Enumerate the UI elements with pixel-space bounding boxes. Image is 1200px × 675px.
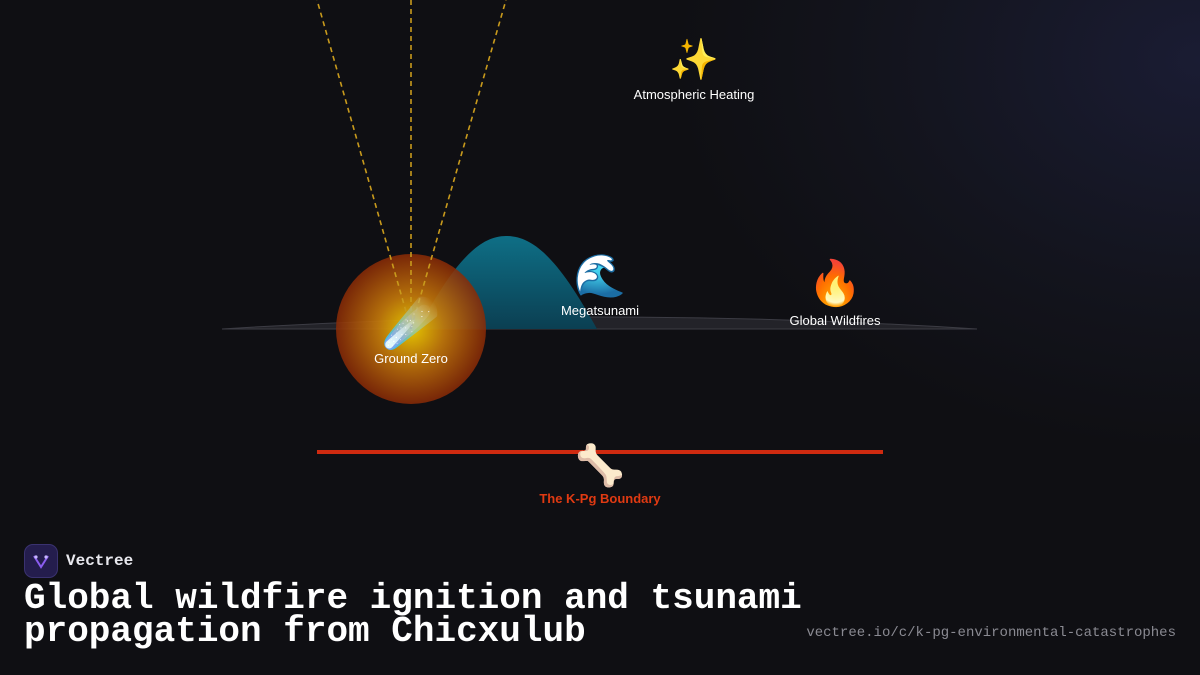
wave-icon: 🌊 <box>573 251 627 300</box>
comet-icon: ☄️ <box>382 296 440 350</box>
vectree-logo-icon <box>24 544 58 578</box>
brand-name: Vectree <box>66 552 134 570</box>
global-wildfires-label: Global Wildfires <box>789 313 881 328</box>
brand: Vectree <box>24 544 133 578</box>
kpg-boundary-label: The K-Pg Boundary <box>539 491 661 506</box>
ejecta-rays <box>316 0 507 330</box>
fire-icon: 🔥 <box>807 258 863 309</box>
atmospheric-heating-label: Atmospheric Heating <box>633 87 755 102</box>
source-url[interactable]: vectree.io/c/k-pg-environmental-catastro… <box>806 625 1176 641</box>
page-title: Global wildfire ignition and tsunami pro… <box>24 578 802 652</box>
ejecta-ray-right <box>410 0 507 330</box>
megatsunami-label: Megatsunami <box>560 303 640 318</box>
ejecta-ray-left <box>316 0 412 330</box>
ground-zero-label: Ground Zero <box>374 351 448 366</box>
logo-mark <box>33 555 49 569</box>
sparkles-icon: ✨ <box>669 37 719 83</box>
bone-icon: 🦴 <box>575 443 625 489</box>
